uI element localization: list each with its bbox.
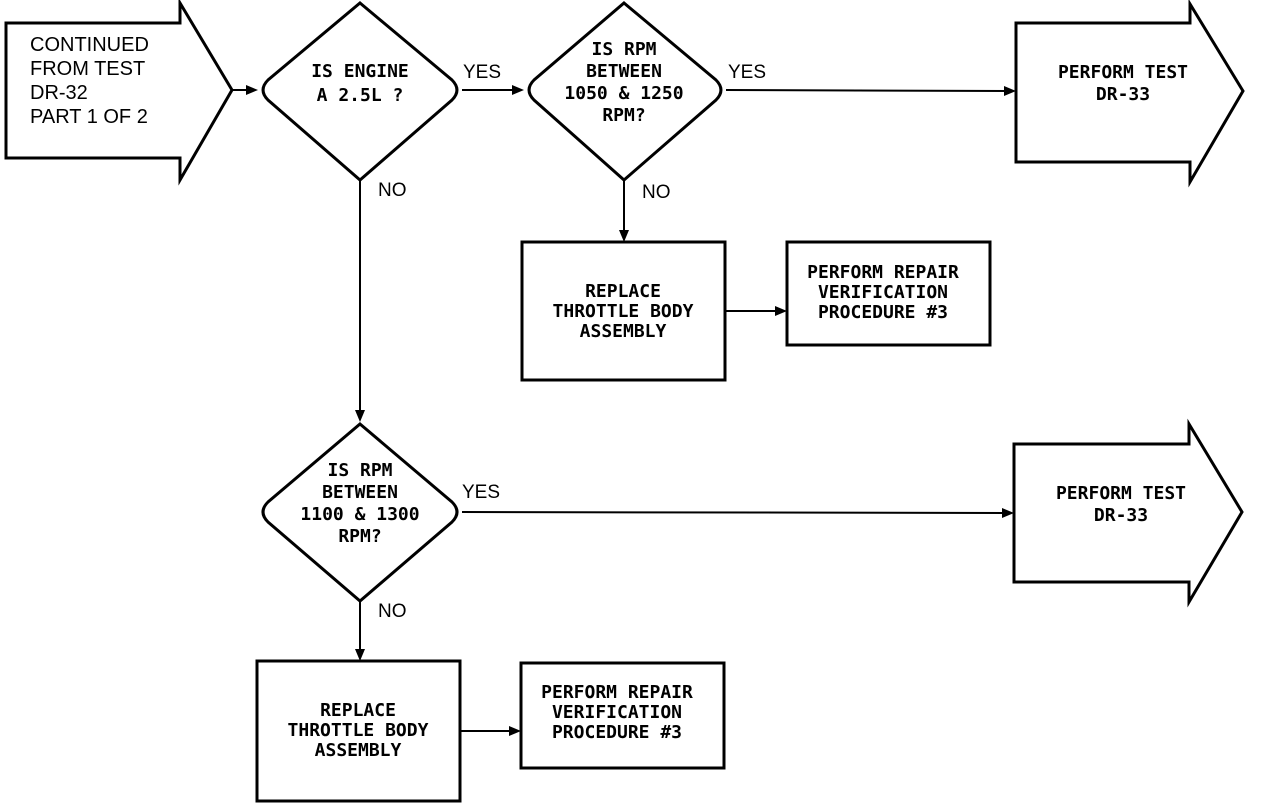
decision-rpm-1-line-4: RPM? — [602, 105, 645, 126]
label-yes-engine: YES — [463, 62, 501, 83]
verify-1-line-3: PROCEDURE #3 — [818, 302, 948, 323]
arrowhead — [355, 649, 365, 661]
perform-test-block-1: PERFORM TEST DR-33 — [1014, 0, 1245, 188]
decision-rpm-1-line-3: 1050 & 1250 — [564, 83, 683, 104]
replace-2-line-3: ASSEMBLY — [315, 740, 402, 761]
replace-1-line-2: THROTTLE BODY — [553, 301, 694, 322]
replace-block-1: REPLACE THROTTLE BODY ASSEMBLY — [520, 240, 727, 382]
decision-rpm-2: IS RPM BETWEEN 1100 & 1300 RPM? — [261, 422, 459, 603]
start-line-2: FROM TEST — [30, 58, 145, 80]
decision-rpm-2-line-1: IS RPM — [327, 460, 392, 481]
connector-rpm-1-yes — [725, 89, 1009, 92]
perform-test-2-line-1: PERFORM TEST — [1056, 483, 1186, 504]
decision-rpm-2-line-2: BETWEEN — [322, 482, 398, 503]
decision-rpm-1: IS RPM BETWEEN 1050 & 1250 RPM? — [527, 1, 723, 182]
perform-test-1-line-2: DR-33 — [1096, 84, 1150, 105]
label-no-rpm-2: NO — [378, 601, 407, 622]
label-no-rpm-1: NO — [642, 182, 671, 203]
replace-block-2: REPLACE THROTTLE BODY ASSEMBLY — [255, 659, 462, 803]
perform-test-2-line-2: DR-33 — [1094, 505, 1148, 526]
decision-rpm-2-line-4: RPM? — [338, 526, 381, 547]
arrowhead — [246, 85, 258, 95]
label-yes-rpm-1: YES — [728, 62, 766, 83]
connector-rpm-2-yes — [461, 511, 1007, 514]
arrowhead — [1004, 86, 1016, 96]
replace-2-line-2: THROTTLE BODY — [288, 720, 429, 741]
verify-1-line-2: VERIFICATION — [818, 282, 948, 303]
arrowhead — [775, 306, 787, 316]
replace-2-line-1: REPLACE — [320, 700, 396, 721]
decision-rpm-2-line-3: 1100 & 1300 — [300, 504, 419, 525]
start-line-3: DR-32 — [30, 82, 88, 104]
verify-2-line-1: PERFORM REPAIR — [541, 682, 693, 703]
start-line-1: CONTINUED — [30, 34, 149, 56]
replace-1-line-3: ASSEMBLY — [580, 321, 667, 342]
label-no-engine: NO — [378, 180, 407, 201]
verify-block-1: PERFORM REPAIR VERIFICATION PROCEDURE #3 — [785, 240, 992, 347]
perform-test-1-line-1: PERFORM TEST — [1058, 62, 1188, 83]
verify-1-line-1: PERFORM REPAIR — [807, 262, 959, 283]
label-yes-rpm-2: YES — [462, 482, 500, 503]
start-block: CONTINUED FROM TEST DR-32 PART 1 OF 2 — [4, 0, 234, 186]
replace-1-line-1: REPLACE — [585, 281, 661, 302]
arrowhead — [509, 726, 521, 736]
decision-engine-line-1: IS ENGINE — [311, 61, 409, 82]
decision-rpm-1-line-2: BETWEEN — [586, 61, 662, 82]
arrowhead — [512, 85, 524, 95]
verify-2-line-3: PROCEDURE #3 — [552, 722, 682, 743]
verify-block-2: PERFORM REPAIR VERIFICATION PROCEDURE #3 — [519, 661, 726, 770]
arrowhead — [619, 230, 629, 242]
perform-test-block-2: PERFORM TEST DR-33 — [1012, 418, 1244, 608]
decision-engine-line-2: A 2.5L ? — [317, 85, 404, 106]
arrowhead — [1002, 508, 1014, 518]
decision-engine: IS ENGINE A 2.5L ? — [261, 1, 459, 182]
start-line-4: PART 1 OF 2 — [30, 106, 148, 128]
verify-2-line-2: VERIFICATION — [552, 702, 682, 723]
arrowhead — [355, 410, 365, 422]
decision-rpm-1-line-1: IS RPM — [591, 39, 656, 60]
